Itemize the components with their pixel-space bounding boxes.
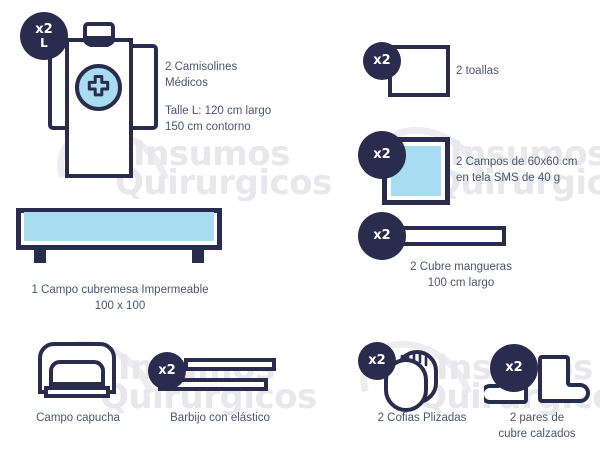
table-cover-fabric-icon [24,212,214,241]
caption-cubre-calzados: 2 pares de cubre calzados [498,412,576,440]
badge-quantity: x2 [505,359,523,375]
hood-base-icon [44,386,110,398]
caption-campo-cubremesa: 1 Campo cubremesa Impermeable 100 x 100 [31,284,209,312]
badge-size: L [40,35,48,50]
badge-cofias: x2 [358,342,396,380]
hood-inner-icon [49,360,105,386]
caption-toallas: 2 toallas [456,65,499,77]
badge-quantity: x2 [373,146,391,162]
medical-cross-icon [75,64,122,111]
caption-barbijo: Barbijo con elástico [170,412,270,424]
badge-cubre-calzados: x2 [490,344,538,392]
badge-camisolines: x2 L [20,12,68,60]
badge-campos-sms: x2 [358,131,406,179]
caption-campo-capucha: Campo capucha [36,412,120,424]
caption-camisolines: 2 Camisolines Médicos [165,61,238,89]
caption-cofias: 2 Cofias Plizadas [377,412,467,424]
mask-upper-tie-icon [184,358,276,371]
item-campo-cubremesa [16,208,222,263]
item-campo-capucha [38,342,116,400]
badge-barbijo: x2 [148,352,186,390]
badge-cubre-mangueras: x2 [358,212,406,260]
gown-body-icon [65,38,133,178]
badge-quantity: x2 [35,21,53,37]
badge-toallas: x2 [363,42,401,80]
badge-quantity: x2 [373,52,391,68]
badge-quantity: x2 [373,227,391,243]
badge-quantity: x2 [368,352,386,368]
table-leg-right-icon [192,250,204,263]
table-leg-left-icon [34,250,46,263]
badge-quantity: x2 [158,362,176,378]
caption-campos-sms: 2 Campos de 60x60 cm en tela SMS de 40 g [456,156,578,184]
item-barbijo [158,358,276,398]
caption-camisolines-details: Talle L: 120 cm largo 150 cm contorno [165,105,272,133]
caption-cubre-mangueras: 2 Cubre mangueras 100 cm largo [410,261,512,289]
item-camisolines [48,22,158,182]
gown-neck-opening-icon [87,36,111,47]
